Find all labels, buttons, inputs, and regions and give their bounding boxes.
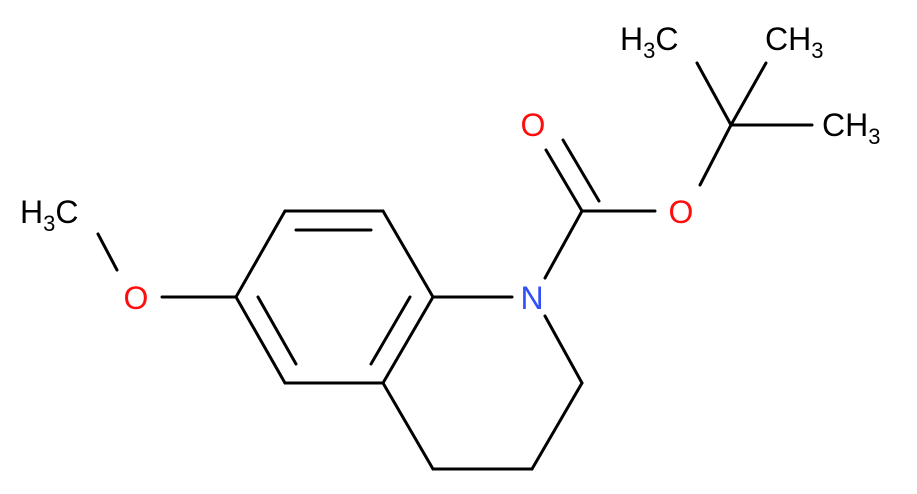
bond-c4-c4a — [381, 381, 435, 471]
bond-n1-c2 — [543, 314, 584, 385]
ester-oxygen-label: O — [669, 194, 694, 230]
methyl-label-methoxy: H3C — [20, 194, 78, 236]
bond-carbonyl-double-1 — [544, 148, 584, 213]
bond-tbu-me-topright — [729, 61, 768, 127]
carbonyl-oxygen-label: O — [521, 107, 546, 143]
bond-n1-carbonyl-c — [543, 209, 584, 280]
bond-c6-c5 — [234, 295, 287, 385]
bond-o-methoxy-ch3 — [96, 232, 119, 272]
bonds — [96, 61, 814, 471]
nitrogen-atom-label: N — [520, 280, 543, 316]
methyl-labels: H3C CH3 CH3 H3C — [20, 21, 880, 236]
atom-labels: N O O O — [124, 107, 694, 316]
methyl-label-top-left: H3C — [620, 21, 678, 63]
bond-c7-c6 — [234, 209, 287, 299]
bond-c4a-c8a-inner — [369, 295, 412, 366]
bond-tbu-me-topleft — [695, 61, 733, 127]
bond-c4a-c8a — [381, 295, 435, 385]
bond-carbonyl-double-2 — [561, 138, 601, 203]
methyl-label-top-right: CH3 — [765, 21, 823, 63]
methyl-label-right: CH3 — [822, 107, 880, 149]
bond-c2-c3 — [530, 381, 584, 471]
bond-c8a-c8 — [381, 209, 435, 299]
methoxy-oxygen-label: O — [124, 280, 149, 316]
bond-ester-o-tbu — [698, 123, 733, 187]
bond-c6-c5-inner — [256, 295, 298, 366]
